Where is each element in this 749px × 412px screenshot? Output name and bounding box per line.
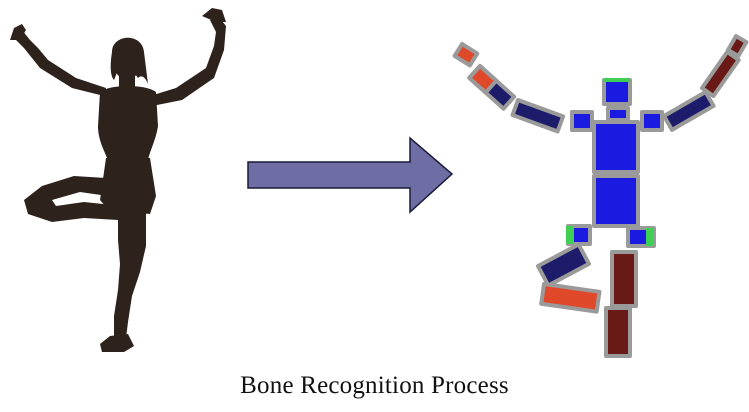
bone-hand-right (728, 36, 746, 56)
bone-thigh-bent (538, 244, 589, 285)
silhouette-foot (100, 334, 134, 352)
right-arrow-icon (248, 138, 452, 212)
silhouette-torso (98, 86, 158, 160)
bone-chest (594, 122, 638, 172)
bone-abdomen (594, 176, 638, 226)
person-silhouette (10, 8, 226, 352)
bone-neck (608, 108, 628, 120)
bone-thigh-standing (612, 252, 636, 306)
silhouette-arm-left (14, 30, 106, 96)
bone-shoulder-right (642, 112, 662, 130)
bone-hip-right-green (646, 228, 654, 246)
figure-caption: Bone Recognition Process (0, 372, 749, 400)
bone-shin-bent (541, 284, 599, 312)
silhouette-standing-leg (114, 210, 146, 338)
bone-hip-left-green (566, 226, 574, 244)
process-arrow (248, 138, 452, 212)
skeleton-model (455, 36, 747, 356)
bone-upper-arm-left (513, 100, 564, 131)
bone-shoulder-left (572, 112, 592, 130)
bone-upper-arm-right (664, 92, 714, 130)
bone-head-cap (604, 78, 630, 82)
bone-hand-left (455, 44, 478, 65)
silhouette-arm-right (150, 16, 226, 106)
bone-forearm-right (702, 52, 739, 96)
bone-head (604, 80, 630, 104)
bone-shin-standing (606, 308, 630, 356)
bone-recognition-figure (0, 0, 749, 370)
silhouette-hand-right (202, 8, 226, 22)
